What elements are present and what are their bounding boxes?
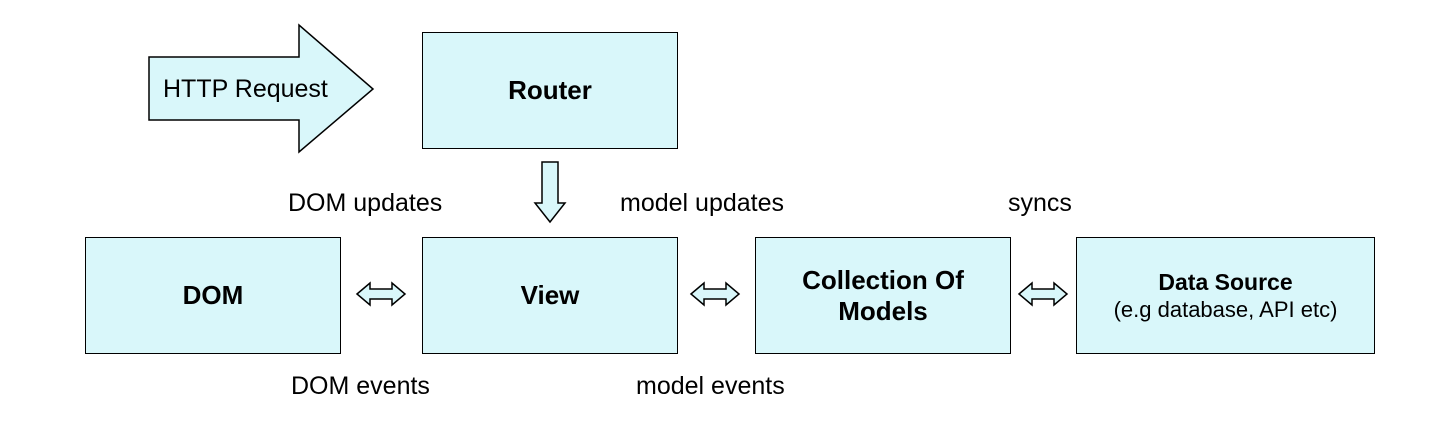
collection-box: Collection Of Models	[755, 237, 1011, 354]
dom-updates-label: DOM updates	[288, 189, 443, 217]
syncs-label: syncs	[1008, 189, 1072, 217]
collection-title-line1: Collection Of	[802, 264, 964, 295]
router-box: Router	[422, 32, 678, 149]
http-request-arrow	[148, 23, 375, 154]
dom-title: DOM	[182, 280, 244, 310]
view-collection-double-arrow	[689, 281, 741, 307]
model-events-label: model events	[636, 372, 785, 400]
view-title: View	[520, 280, 580, 310]
router-to-view-arrow	[533, 161, 567, 224]
collection-datasource-double-arrow	[1017, 281, 1069, 307]
dom-events-label: DOM events	[291, 372, 430, 400]
router-title: Router	[508, 75, 592, 105]
dom-view-double-arrow	[355, 281, 407, 307]
collection-title-line2: Models	[838, 295, 928, 326]
dom-box: DOM	[85, 237, 341, 354]
view-box: View	[422, 237, 678, 354]
data-source-title: Data Source	[1158, 268, 1293, 295]
data-source-box: Data Source (e.g database, API etc)	[1076, 237, 1375, 354]
model-updates-label: model updates	[620, 189, 785, 217]
http-request-label: HTTP Request	[163, 75, 328, 103]
data-source-subtitle: (e.g database, API etc)	[1113, 296, 1338, 322]
